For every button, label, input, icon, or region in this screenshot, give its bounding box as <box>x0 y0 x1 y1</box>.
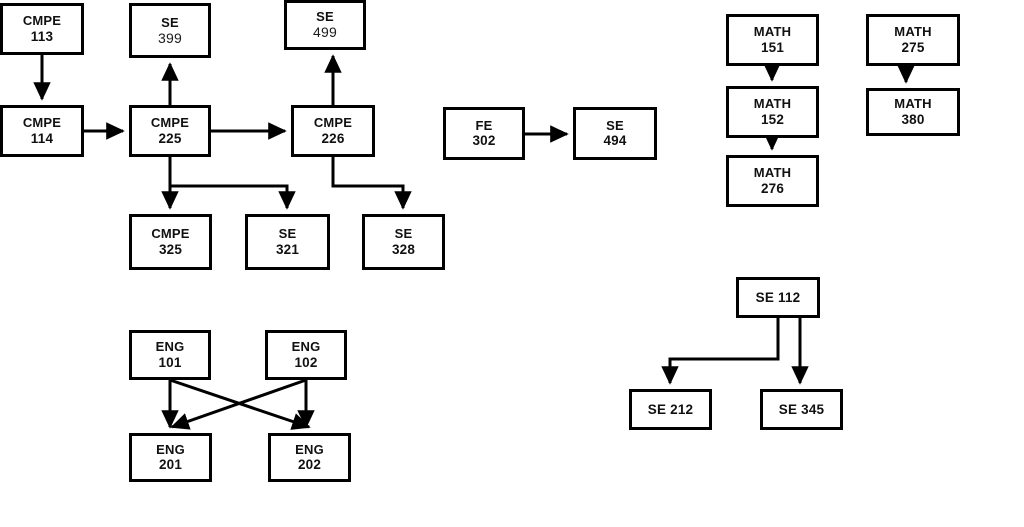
course-number: 399 <box>158 29 182 46</box>
edge-eng101-to-eng202 <box>169 378 311 430</box>
course-number: 114 <box>30 130 54 146</box>
course-code: CMPE <box>150 115 190 131</box>
course-code: SE 345 <box>778 401 825 417</box>
course-number: 328 <box>391 241 416 257</box>
course-code: ENG <box>155 339 185 355</box>
course-code: ENG <box>291 339 321 355</box>
course-number: 321 <box>275 241 300 257</box>
course-code: SE 112 <box>755 289 801 305</box>
course-number: 201 <box>158 457 183 473</box>
course-number: 325 <box>158 241 183 257</box>
edge-cmpe226-to-se328 <box>331 157 412 210</box>
course-code: SE <box>394 226 413 242</box>
edge-eng102-to-eng201 <box>170 378 307 430</box>
course-node-se112[interactable]: SE 112112 <box>736 277 820 318</box>
course-code: ENG <box>295 441 324 457</box>
course-number: 302 <box>472 133 496 149</box>
course-code: CMPE <box>22 115 62 131</box>
course-number: 151 <box>760 39 785 55</box>
course-number: 499 <box>313 24 337 41</box>
course-code: SE <box>316 9 334 25</box>
course-code: SE <box>606 117 624 133</box>
course-node-se212[interactable]: SE 212212 <box>629 389 712 430</box>
course-number: 225 <box>158 130 182 146</box>
course-number: 380 <box>901 111 925 127</box>
course-node-se345[interactable]: SE 345345 <box>760 389 843 430</box>
course-number: 113 <box>30 28 54 44</box>
course-number: 152 <box>760 111 785 127</box>
course-number: 101 <box>158 354 182 370</box>
course-number: 275 <box>901 39 925 55</box>
course-number: 102 <box>294 354 318 370</box>
course-code: CMPE <box>151 226 190 242</box>
course-code: ENG <box>156 441 185 457</box>
course-code: SE <box>161 14 179 30</box>
course-code: MATH <box>894 96 932 112</box>
course-code: CMPE <box>313 115 353 131</box>
edge-se112-to-se212 <box>661 318 780 385</box>
course-number: 494 <box>603 133 627 149</box>
course-number: 202 <box>297 457 322 473</box>
course-code: MATH <box>894 24 932 40</box>
course-code: FE <box>475 117 493 133</box>
course-code: MATH <box>753 165 792 181</box>
edge-cmpe225-to-se321 <box>170 184 296 210</box>
course-code: SE 212 <box>647 401 694 417</box>
course-code: SE <box>278 226 297 242</box>
course-code: MATH <box>753 96 792 112</box>
course-number: 276 <box>760 180 785 196</box>
course-number: 226 <box>321 130 345 146</box>
course-code: CMPE <box>22 13 62 29</box>
course-code: MATH <box>753 24 792 40</box>
